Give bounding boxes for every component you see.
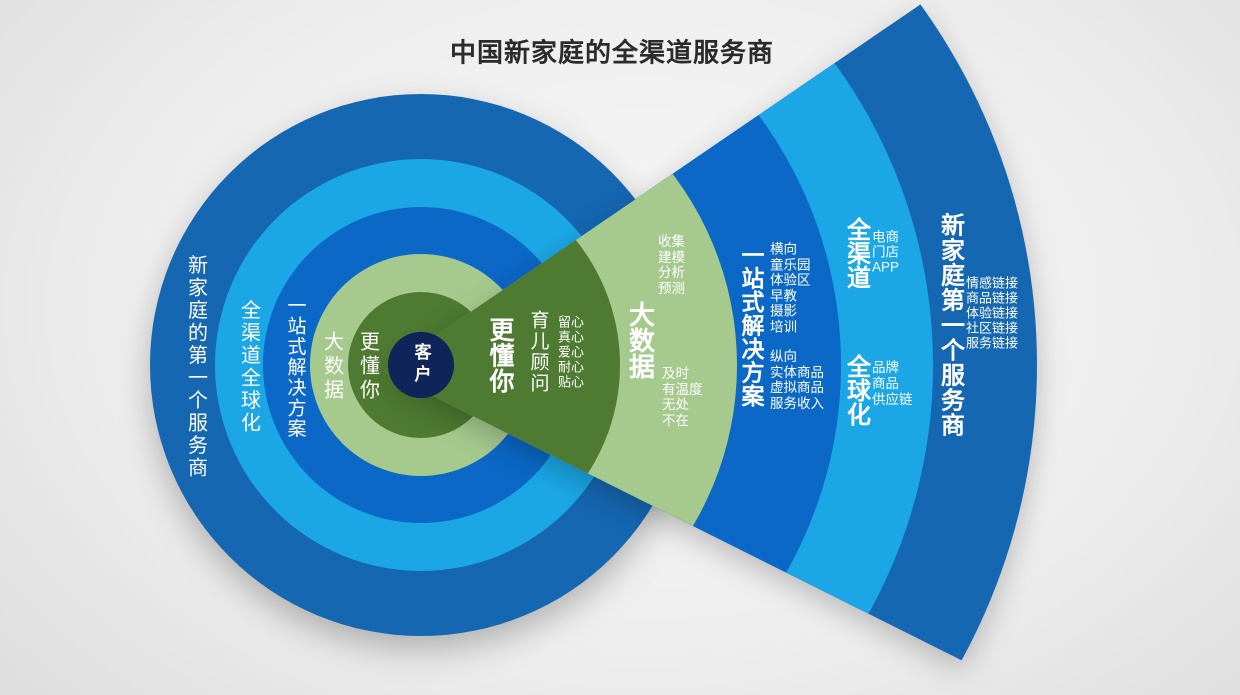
customer-label: 客户 [411,343,431,387]
understand-hearts-list: 留心 真心 爱心 耐心 贴心 [558,314,585,390]
onestop-vertical-list: 纵向 实体商品 虚拟商品 服务收入 [770,349,824,411]
fan-advisor-label: 育儿顾问 [527,310,549,394]
onestop-horizontal-list: 横向 童乐园 体验区 早教 摄影 培训 [770,241,811,335]
ring-label-bigdata: 大数据 [320,331,343,403]
slide-title: 中国新家庭的全渠道服务商 [449,37,775,68]
bigdata-promise-list: 及时 有温度 无处 不在 [662,366,703,428]
newfamily-links-list: 情感链接 商品链接 体验链接 社区链接 服务链接 [966,275,1019,351]
channel-items-list: 电商 门店 APP [872,229,900,275]
fan-title-understand: 更懂你 [486,316,514,394]
ring-label-onestop: 一站式解决方案 [284,295,306,439]
ring-label-newfamily: 新家庭的第一个服务商 [184,254,207,480]
ring-label-understand: 更懂你 [356,331,379,403]
global-items-list: 品牌 商品 供应链 [872,360,913,407]
bigdata-methods-list: 收集 建模 分析 预测 [658,234,685,296]
fan-title-bigdata: 大数据 [625,301,656,379]
customer-core-top [388,332,454,398]
fan-title-channel: 全渠道 [842,217,870,289]
fan-title-onestop: 一站式解决方案 [738,242,764,408]
ring-label-omnichannel: 全渠道全球化 [237,299,260,435]
fan-title-global: 全球化 [842,354,870,426]
fan-title-newfamily: 新家庭第一个服务商 [936,212,964,438]
